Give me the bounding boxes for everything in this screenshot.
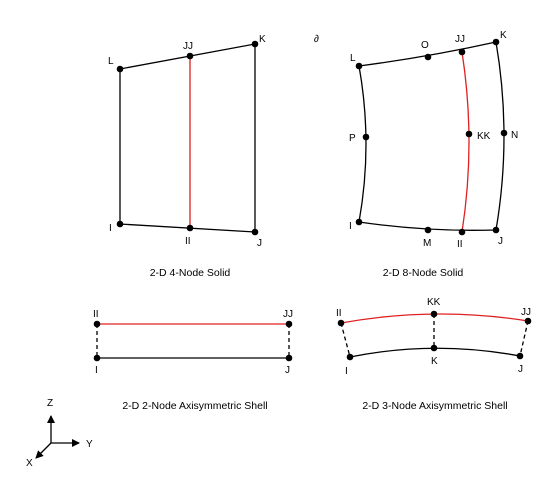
solid8-node-M bbox=[424, 226, 432, 234]
solid8-node-L bbox=[355, 62, 363, 70]
shell2-label-JJ: JJ bbox=[283, 309, 293, 320]
shell3-node-K bbox=[430, 344, 438, 352]
solid8-node-K bbox=[492, 38, 500, 46]
solid8-node-II bbox=[458, 228, 466, 236]
solid4-label-I: I bbox=[109, 223, 112, 234]
x-axis-arrow bbox=[35, 442, 52, 459]
shell2-node-J bbox=[285, 354, 293, 362]
y-axis-label: Y bbox=[86, 439, 93, 450]
solid8-label-J: J bbox=[498, 236, 503, 247]
solid4-node-L bbox=[116, 65, 124, 73]
shell2-label-J: J bbox=[285, 365, 290, 376]
solid8-label-L: L bbox=[350, 53, 356, 64]
solid8-label-I: I bbox=[349, 221, 352, 232]
solid4-outline bbox=[119, 43, 256, 233]
shell2-node-I bbox=[93, 354, 101, 362]
solid4-node-K bbox=[251, 40, 259, 48]
solid8-caption: 2-D 8-Node Solid bbox=[383, 267, 464, 279]
solid4-node-J bbox=[251, 228, 259, 236]
solid8-label-M: M bbox=[423, 238, 431, 249]
solid8-label-II: II bbox=[457, 239, 463, 250]
x-axis-label: X bbox=[26, 458, 33, 469]
shell3-link-right bbox=[519, 320, 529, 357]
shell3-node-I bbox=[346, 353, 354, 361]
shell3-node-II bbox=[337, 319, 345, 327]
solid4-node-JJ bbox=[186, 52, 194, 60]
solid8-node-N bbox=[500, 129, 508, 137]
solid8-node-P bbox=[362, 133, 370, 141]
solid8-label-N: N bbox=[511, 130, 518, 141]
shell2-figure: II JJ I J 2-D 2-Node Axisymmetric Shell bbox=[93, 309, 293, 412]
solid4-label-K: K bbox=[259, 34, 266, 45]
shell3-link-left bbox=[340, 322, 351, 358]
solid4-caption: 2-D 4-Node Solid bbox=[150, 267, 231, 279]
solid4-figure: L JJ K I II J 2-D 4-Node Solid bbox=[108, 34, 266, 279]
shell2-label-I: I bbox=[95, 365, 98, 376]
z-axis-label: Z bbox=[47, 398, 53, 409]
shell2-node-II bbox=[93, 320, 101, 328]
solid8-node-JJ bbox=[458, 48, 466, 56]
solid8-node-J bbox=[492, 226, 500, 234]
solid4-label-J: J bbox=[257, 238, 262, 249]
solid4-node-I bbox=[116, 220, 124, 228]
solid8-figure: ∂ L O JJ K P KK N I M II J 2-D 8-Node So… bbox=[314, 30, 518, 279]
shell3-label-JJ: JJ bbox=[521, 307, 531, 318]
solid4-label-II: II bbox=[185, 236, 191, 247]
shell3-node-KK bbox=[430, 310, 438, 318]
shell3-caption: 2-D 3-Node Axisymmetric Shell bbox=[362, 400, 507, 412]
shell3-node-JJ bbox=[524, 317, 532, 325]
solid8-node-O bbox=[424, 53, 432, 61]
solid8-marker: ∂ bbox=[314, 34, 319, 45]
solid4-node-II bbox=[186, 224, 194, 232]
solid8-midline bbox=[461, 51, 470, 233]
solid8-node-KK bbox=[465, 130, 473, 138]
solid8-label-JJ: JJ bbox=[455, 34, 465, 45]
solid8-node-I bbox=[355, 218, 363, 226]
solid4-label-JJ: JJ bbox=[183, 41, 193, 52]
shell3-label-I: I bbox=[345, 366, 348, 377]
shell3-label-II: II bbox=[336, 308, 342, 319]
solid8-label-KK: KK bbox=[477, 131, 491, 142]
shell3-label-J: J bbox=[518, 364, 523, 375]
shell2-label-II: II bbox=[93, 309, 99, 320]
coordinate-axes: Z Y X bbox=[26, 398, 93, 469]
shell3-node-J bbox=[516, 352, 524, 360]
shell3-label-KK: KK bbox=[427, 297, 441, 308]
shell2-caption: 2-D 2-Node Axisymmetric Shell bbox=[122, 400, 267, 412]
solid8-label-O: O bbox=[421, 40, 429, 51]
solid8-label-P: P bbox=[349, 133, 356, 144]
shell2-node-JJ bbox=[285, 320, 293, 328]
solid8-label-K: K bbox=[500, 30, 507, 41]
solid4-label-L: L bbox=[108, 56, 114, 67]
shell3-label-K: K bbox=[431, 356, 438, 367]
shell3-figure: II KK JJ I K J 2-D 3-Node Axisymmetric S… bbox=[336, 297, 532, 412]
